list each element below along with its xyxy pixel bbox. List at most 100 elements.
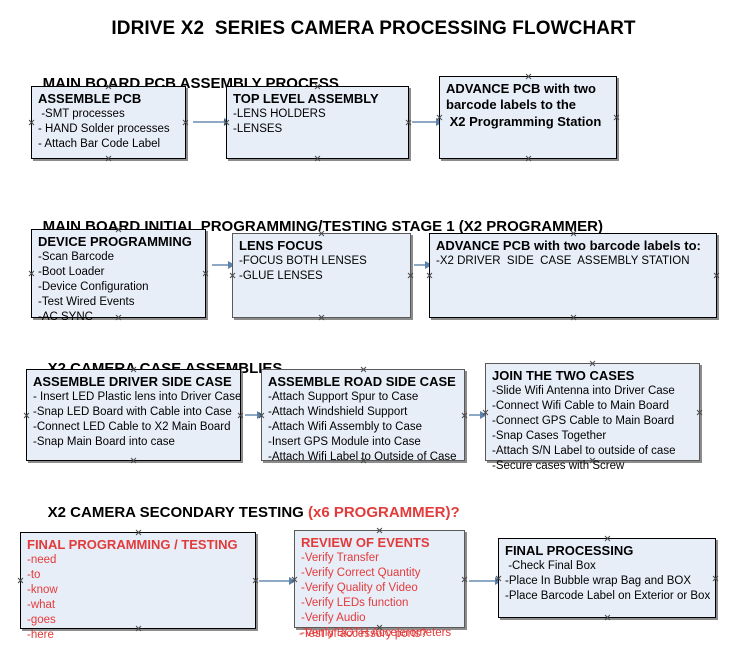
resize-handle-right[interactable]	[405, 119, 412, 126]
resize-handle-right[interactable]	[461, 412, 468, 419]
resize-handle-top[interactable]	[604, 535, 611, 542]
node-line: -Connect Wifi Cable to Main Board	[492, 400, 670, 413]
resize-handle-left[interactable]	[229, 272, 236, 279]
node-assemble-road-side-case[interactable]: ASSEMBLE ROAD SIDE CASE -Attach Support …	[261, 366, 468, 463]
node-line: -Verify Correct Quantity	[301, 567, 421, 580]
node-line: -Verify Transfer	[301, 552, 379, 565]
node-body: - Insert LED Plastic lens into Driver Ca…	[33, 390, 242, 450]
node-body: -need -to -know -what -goes -here	[27, 553, 250, 643]
node-advance-pcb-programming-station[interactable]: ADVANCE PCB with two barcode labels to t…	[439, 76, 617, 159]
resize-handle-bottom[interactable]	[318, 314, 325, 321]
node-line: -Place In Bubble wrap Bag and BOX	[505, 575, 692, 588]
node-line: -to	[27, 569, 41, 582]
node-line: -Verify BOTH Accelerometers	[301, 627, 452, 640]
resize-handle-top[interactable]	[589, 360, 596, 367]
node-device-programming[interactable]: DEVICE PROGRAMMING -Scan Barcode -Boot L…	[28, 229, 209, 323]
connector-final-programming-to-review-of-events	[259, 577, 296, 585]
arrowhead-icon	[289, 577, 296, 585]
resize-handle-right[interactable]	[237, 412, 244, 419]
node-line: -AC SYNC	[38, 311, 93, 324]
resize-handle-bottom[interactable]	[604, 614, 611, 621]
node-title: ADVANCE PCB with two barcode labels to:	[436, 238, 701, 253]
node-line: -Snap LED Board with Cable into Case	[33, 406, 232, 419]
node-line: -Verify Quality of Video	[301, 582, 418, 595]
node-body: -Slide Wifi Antenna into Driver Case -Co…	[492, 384, 694, 474]
node-line: -Secure cases with Screw	[492, 460, 625, 473]
section-heading-text: X2 CAMERA SECONDARY TESTING	[47, 504, 308, 521]
node-assemble-pcb[interactable]: ASSEMBLE PCB -SMT processes - HAND Solde…	[31, 86, 186, 159]
section-heading-x2-camera-secondary-testing: X2 CAMERA SECONDARY TESTING (x6 PROGRAMM…	[31, 487, 460, 538]
node-title: ADVANCE PCB with two	[446, 81, 596, 96]
node-line: -Attach Wifi Assembly to Case	[268, 421, 423, 434]
node-lens-focus[interactable]: LENS FOCUS -FOCUS BOTH LENSES -GLUE LENS…	[232, 233, 411, 318]
node-line: -X2 DRIVER SIDE CASE ASSEMBLY STATION	[436, 255, 690, 268]
node-line: -Device Configuration	[38, 281, 149, 294]
resize-handle-right[interactable]	[712, 575, 719, 582]
node-line: -Connect GPS Cable to Main Board	[492, 415, 675, 428]
node-title: JOIN THE TWO CASES	[492, 368, 635, 383]
resize-handle-bottom[interactable]	[525, 155, 532, 162]
node-line: -what	[27, 599, 56, 612]
node-line: -Verify LEDs function	[301, 597, 409, 610]
resize-handle-right[interactable]	[252, 577, 259, 584]
node-line: - Insert LED Plastic lens into Driver Ca…	[33, 391, 242, 404]
node-line: -SMT processes	[38, 108, 125, 121]
node-title: ASSEMBLE PCB	[38, 91, 142, 106]
connector-assemble-pcb-to-top-level-assembly	[193, 118, 231, 126]
section-heading-accent: (x6 PROGRAMMER)?	[307, 504, 460, 521]
node-line: - HAND Solder processes	[38, 123, 170, 136]
resize-handle-right[interactable]	[202, 270, 209, 277]
arrowhead-icon	[228, 261, 235, 269]
node-assemble-driver-side-case[interactable]: ASSEMBLE DRIVER SIDE CASE - Insert LED P…	[26, 369, 241, 461]
node-title: FINAL PROCESSING	[505, 543, 634, 558]
resize-handle-bottom[interactable]	[314, 155, 321, 162]
node-title: LENS FOCUS	[239, 238, 323, 253]
node-line: -LENS HOLDERS	[233, 108, 326, 121]
node-line: -Snap Cases Together	[492, 430, 607, 443]
resize-handle-right[interactable]	[696, 409, 703, 416]
node-body: -Check Final Box -Place In Bubble wrap B…	[505, 559, 710, 604]
resize-handle-right[interactable]	[613, 114, 620, 121]
node-final-programming-testing[interactable]: FINAL PROGRAMMING / TESTING -need -to -k…	[17, 532, 259, 641]
resize-handle-left[interactable]	[23, 412, 30, 419]
resize-handle-left[interactable]	[17, 577, 24, 584]
resize-handle-left[interactable]	[426, 272, 433, 279]
resize-handle-left[interactable]	[28, 270, 35, 277]
resize-handle-right[interactable]	[713, 272, 720, 279]
node-line: -Attach Windshield Support	[268, 406, 408, 419]
resize-handle-right[interactable]	[407, 272, 414, 279]
resize-handle-top[interactable]	[360, 366, 367, 373]
connector-road-side-to-join-cases	[469, 411, 487, 419]
node-line: -GLUE LENSES	[239, 270, 323, 283]
node-line: -Attach Support Spur to Case	[268, 391, 419, 404]
node-line: -Attach Wifi Label to Outside of Case	[268, 451, 457, 464]
node-body: -X2 DRIVER SIDE CASE ASSEMBLY STATION	[436, 254, 711, 269]
node-title: ASSEMBLE DRIVER SIDE CASE	[33, 374, 232, 389]
node-top-level-assembly[interactable]: TOP LEVEL ASSEMBLY -LENS HOLDERS -LENSES	[226, 86, 409, 159]
node-line: -Test Wired Events	[38, 296, 135, 309]
node-body: barcode labels to the X2 Programming Sta…	[446, 97, 611, 129]
node-advance-pcb-driver-side-case[interactable]: ADVANCE PCB with two barcode labels to: …	[429, 233, 717, 318]
node-line: -here	[27, 629, 54, 642]
arrowhead-icon	[257, 411, 264, 419]
node-body: -FOCUS BOTH LENSES -GLUE LENSES	[239, 254, 405, 284]
node-title: DEVICE PROGRAMMING	[38, 234, 192, 249]
resize-handle-bottom[interactable]	[105, 155, 112, 162]
resize-handle-right[interactable]	[182, 119, 189, 126]
resize-handle-bottom[interactable]	[570, 314, 577, 321]
node-line: - Attach Bar Code Label	[38, 138, 161, 151]
connector-lens-focus-to-advance-pcb-driver-side	[414, 261, 432, 269]
resize-handle-right[interactable]	[461, 576, 468, 583]
node-line: -Insert GPS Module into Case	[268, 436, 421, 449]
node-join-the-two-cases[interactable]: JOIN THE TWO CASES -Slide Wifi Antenna i…	[485, 360, 703, 472]
resize-handle-bottom[interactable]	[130, 457, 137, 464]
node-final-processing[interactable]: FINAL PROCESSING -Check Final Box -Place…	[498, 538, 716, 618]
resize-handle-top[interactable]	[525, 73, 532, 80]
node-line: barcode labels to the	[446, 97, 577, 113]
resize-handle-left[interactable]	[28, 119, 35, 126]
node-line-overflow-test-accessory-ports: -Test of accessory ports?	[299, 628, 427, 640]
arrowhead-icon	[425, 261, 432, 269]
node-body: -Scan Barcode -Boot Loader -Device Confi…	[38, 250, 200, 325]
node-review-of-events[interactable]: REVIEW OF EVENTS -Verify Transfer -Verif…	[294, 530, 468, 639]
